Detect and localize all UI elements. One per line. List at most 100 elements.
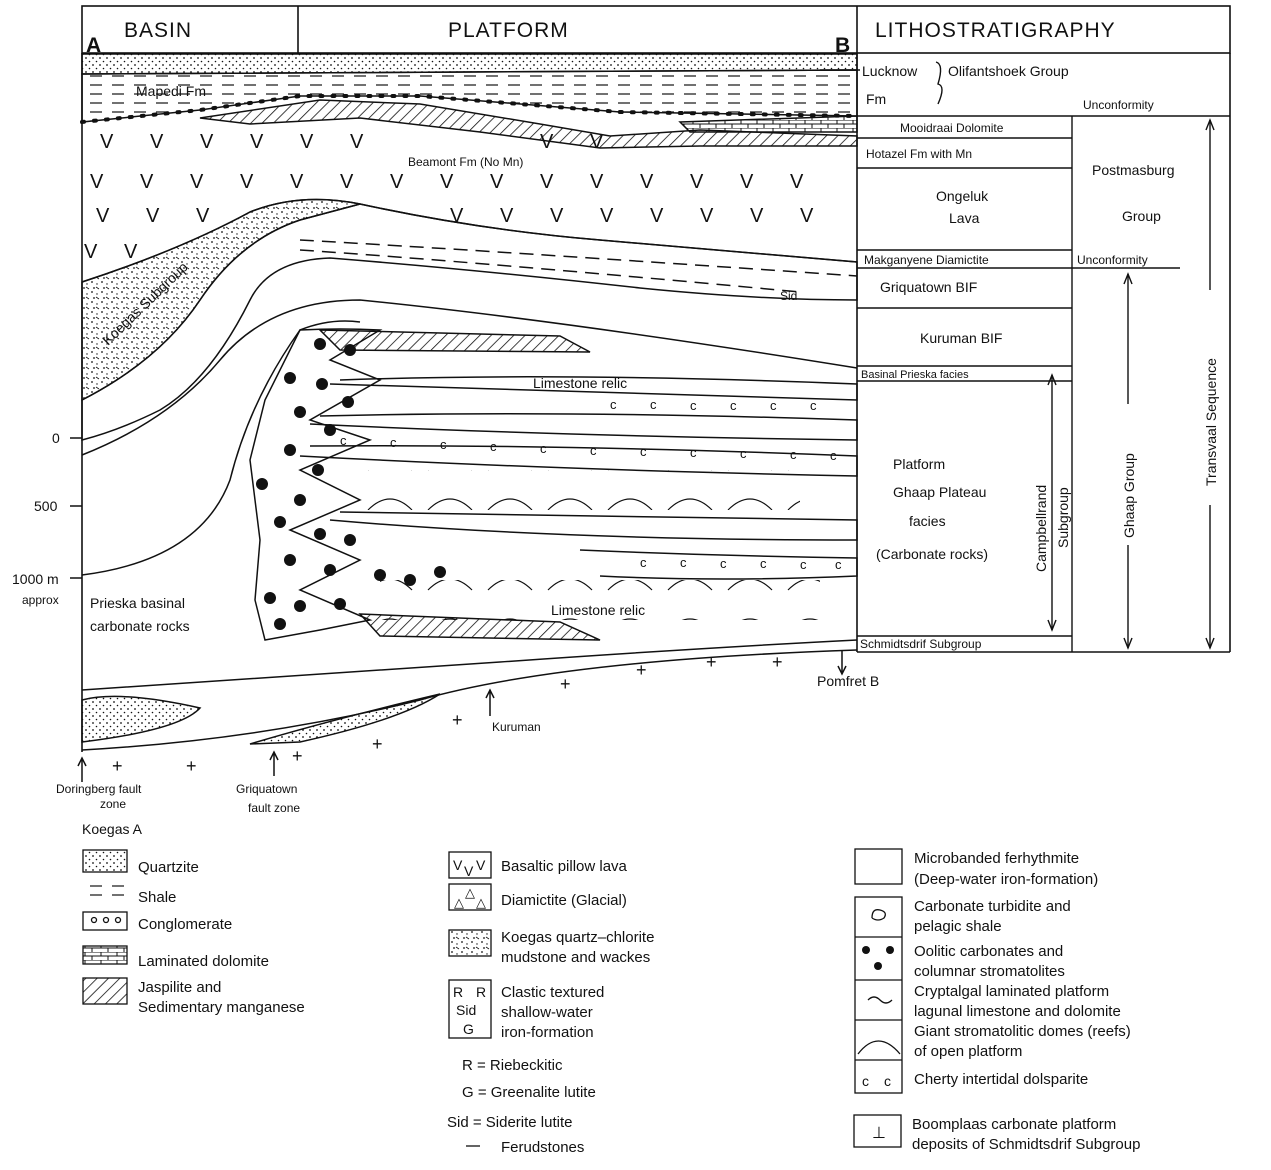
legend-cryptalgal-2: lagunal limestone and dolomite — [914, 1003, 1121, 1020]
svg-text:V: V — [100, 131, 114, 153]
legend — [82, 848, 903, 1148]
svg-text:c: c — [862, 1073, 869, 1089]
pomfret-arrow — [837, 650, 847, 676]
svg-text:V: V — [90, 171, 104, 193]
limestone-relic-upper — [318, 329, 591, 353]
limestone-relic-upper-label: Limestone relic — [533, 375, 627, 391]
scale-500: 500 — [34, 498, 58, 514]
svg-text:V: V — [600, 205, 614, 227]
svg-text:V: V — [96, 205, 110, 227]
pomfret-label: Pomfret B — [817, 673, 879, 689]
svg-text:+: + — [560, 674, 571, 694]
lithostratigraphy-header: LITHOSTRATIGRAPHY — [875, 19, 1116, 42]
legend-diamictite-swatch — [448, 883, 492, 911]
legend-giant-domes-2: of open platform — [914, 1043, 1022, 1060]
svg-text:△: △ — [465, 885, 475, 900]
svg-text:V: V — [350, 131, 364, 153]
svg-text:c: c — [680, 555, 687, 570]
svg-text:c: c — [830, 448, 837, 463]
basal-quartzite-lens — [81, 695, 202, 743]
svg-text:V: V — [300, 131, 314, 153]
svg-text:c: c — [810, 398, 817, 413]
sid-label: Sid — [780, 289, 797, 303]
svg-text:V: V — [690, 171, 704, 193]
scale-zero: 0 — [52, 430, 60, 446]
basin-platform-boundary — [81, 320, 361, 576]
campbellrand-label: Campbellrand — [1033, 485, 1049, 572]
svg-text:V: V — [476, 857, 486, 873]
scale-approx: approx — [22, 593, 59, 607]
griquatown-iron-formation — [81, 203, 858, 441]
legend-siderite: Sid = Siderite lutite — [447, 1114, 573, 1131]
basin-header: BASIN — [124, 19, 192, 42]
svg-text:c: c — [690, 445, 697, 460]
scale-ticks — [70, 437, 82, 579]
svg-text:Sid: Sid — [456, 1002, 476, 1018]
svg-text:V: V — [750, 205, 764, 227]
legend-cryptalgal-1: Cryptalgal laminated platform — [914, 983, 1109, 1000]
svg-text:+: + — [772, 652, 783, 672]
koegas-a-label: Koegas A — [82, 821, 143, 837]
svg-text:V: V — [500, 205, 514, 227]
legend-boomplaas-swatch — [853, 1114, 902, 1148]
legend-ferudstones: Ferudstones — [501, 1139, 584, 1156]
limestone-relic-lower-label: Limestone relic — [551, 602, 645, 618]
doringberg-fault-arrow — [77, 756, 87, 782]
ghaap-group-label: Ghaap Group — [1121, 453, 1137, 538]
svg-text:V: V — [640, 171, 654, 193]
legend-greenalite: G = Greenalite lutite — [462, 1084, 596, 1101]
legend-oolitic-dots — [862, 946, 894, 970]
schmidtsdrif-top — [81, 639, 858, 691]
unconformity-top-label: Unconformity — [1083, 98, 1154, 112]
cherty-tongue-4 — [329, 511, 858, 541]
griquatown-bif-label: Griquatown BIF — [880, 279, 977, 295]
kuruman-bif-top — [81, 299, 858, 456]
svg-text:V: V — [196, 205, 210, 227]
svg-text:V: V — [84, 241, 98, 263]
legend-clastic-3: iron-formation — [501, 1024, 594, 1041]
cherty-tongue-1 — [329, 376, 858, 401]
platform-facies-label-3: facies — [909, 513, 946, 529]
svg-text:△: △ — [476, 895, 486, 910]
legend-oolitic-1: Oolitic carbonates and — [914, 943, 1063, 960]
svg-text:V: V — [700, 205, 714, 227]
svg-text:G: G — [463, 1021, 474, 1037]
cherty-tongue-2 — [309, 413, 858, 441]
svg-text:V: V — [590, 131, 604, 153]
legend-laminated-dolomite: Laminated dolomite — [138, 953, 269, 970]
svg-text:c: c — [390, 435, 397, 450]
griquatown-fault-arrow — [269, 750, 279, 776]
ongeluk-label-2: Lava — [949, 210, 980, 226]
kuruman-arrow — [485, 688, 495, 716]
stromatolite-domes-1 — [360, 470, 800, 510]
hotazel-label: Hotazel Fm with Mn — [866, 147, 972, 161]
svg-text:+: + — [112, 756, 123, 776]
svg-text:V: V — [146, 205, 160, 227]
transvaal-label: Transvaal Sequence — [1203, 358, 1219, 486]
legend-shale: Shale — [138, 889, 176, 906]
svg-text:V: V — [200, 131, 214, 153]
legend-turbidite-1: Carbonate turbidite and — [914, 898, 1071, 915]
fm-label: Fm — [866, 91, 886, 107]
postmasburg-label-2: Group — [1122, 208, 1161, 224]
svg-text:V: V — [540, 131, 554, 153]
legend-diamictite: Diamictite (Glacial) — [501, 892, 627, 909]
legend-giant-dome-symbol — [857, 1040, 901, 1055]
unconformity-mid-label: Unconformity — [1077, 253, 1148, 267]
svg-text:V: V — [440, 171, 454, 193]
svg-text:V: V — [250, 131, 264, 153]
legend-giant-domes-1: Giant stromatolitic domes (reefs) — [914, 1023, 1131, 1040]
svg-text:c: c — [590, 443, 597, 458]
legend-boomplaas-1: Boomplaas carbonate platform — [912, 1116, 1116, 1133]
svg-text:+: + — [292, 746, 303, 766]
legend-boomplaas-2: deposits of Schmidtsdrif Subgroup — [912, 1136, 1140, 1153]
svg-text:c: c — [760, 556, 767, 571]
svg-text:V: V — [740, 171, 754, 193]
svg-text:c: c — [835, 557, 842, 572]
olifantshoek-label: Olifantshoek Group — [948, 63, 1069, 79]
mooidraai-label: Mooidraai Dolomite — [900, 121, 1004, 135]
svg-text:+: + — [452, 710, 463, 730]
legend-jaspilite-2: Sedimentary manganese — [138, 999, 305, 1016]
